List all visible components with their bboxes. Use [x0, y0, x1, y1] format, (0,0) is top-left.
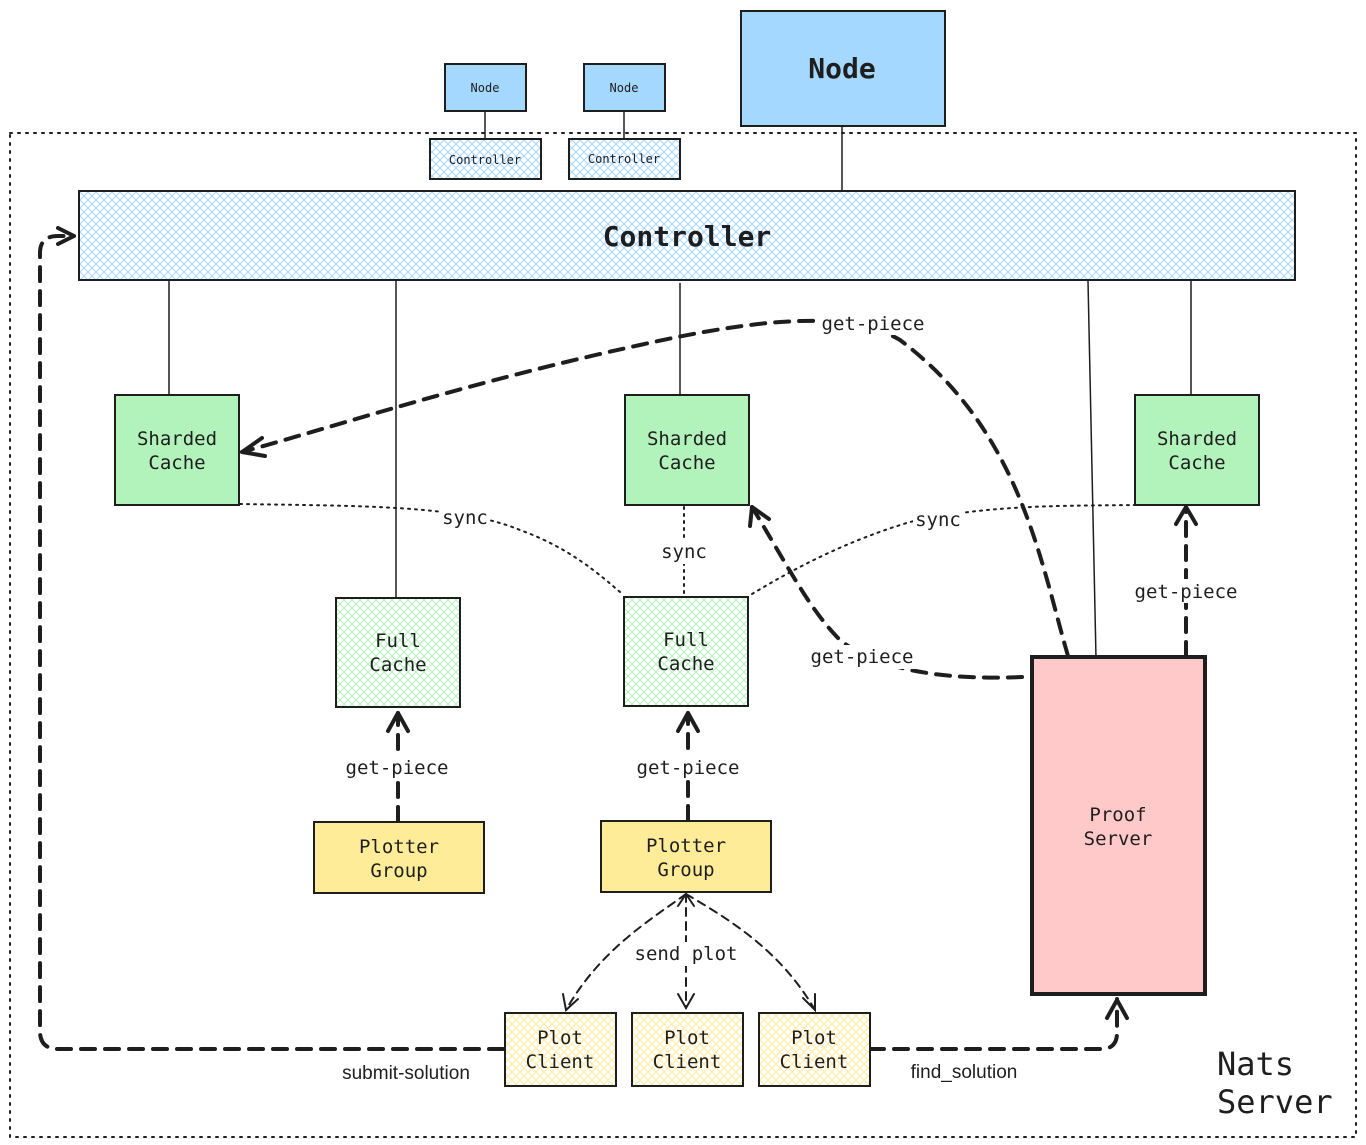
sharded-cache-2-label-2: Cache	[658, 452, 715, 474]
node-large	[740, 10, 946, 127]
sharded-cache-1	[114, 394, 240, 506]
label-bg	[913, 508, 963, 532]
find-solution-arrow	[868, 997, 1119, 1051]
plot-client-3	[758, 1012, 871, 1087]
label-bg	[808, 645, 918, 669]
label-bg	[1131, 579, 1241, 603]
sharded-cache-3-label-1: Sharded	[1157, 428, 1237, 450]
full-cache-2-label-1: Full	[663, 629, 709, 651]
sync-left-label: sync	[442, 507, 488, 529]
submit-solution-label: submit-solution	[342, 1063, 470, 1084]
label-bg	[633, 755, 743, 779]
node-large-label: Node	[808, 52, 875, 85]
nats-server-label-2: Server	[1217, 1083, 1333, 1121]
plot-client-1-label-2: Client	[526, 1051, 595, 1073]
plot-client-3-label-2: Client	[780, 1051, 849, 1073]
node-small-2	[583, 63, 666, 112]
submit-solution-arrow	[38, 234, 505, 1051]
plotter-group-2	[600, 820, 772, 893]
plotter-group-2-label-2: Group	[657, 859, 714, 881]
send-plot-label: send plot	[635, 943, 738, 965]
plot-client-2-label-1: Plot	[664, 1027, 710, 1049]
sharded-cache-3-label-2: Cache	[1168, 452, 1225, 474]
dashed-arrows	[38, 234, 1188, 1051]
sync-lines	[239, 503, 1135, 599]
plot-client-3-label-1: Plot	[791, 1027, 837, 1049]
sync-right-label: sync	[915, 509, 961, 531]
plotter-group-1-label-2: Group	[370, 860, 427, 882]
get-piece-top-arrow	[240, 318, 1070, 658]
sharded-cache-2	[624, 394, 750, 506]
label-bg	[630, 942, 742, 966]
get-piece-right-label: get-piece	[1135, 581, 1238, 603]
sharded-cache-1-label-1: Sharded	[137, 428, 217, 450]
get-piece-full2-label: get-piece	[637, 757, 740, 779]
full-cache-1	[335, 597, 461, 708]
plot-client-1	[504, 1012, 617, 1087]
controller-small-1	[429, 138, 542, 180]
node-small-1	[444, 63, 527, 112]
nats-server-region	[9, 132, 1357, 1138]
get-piece-mid-arrow	[750, 505, 1024, 680]
sync-mid-label: sync	[661, 541, 707, 563]
controller-main-label: Controller	[603, 220, 772, 253]
controller-small-1-label: Controller	[449, 153, 521, 167]
sharded-cache-2-label-1: Sharded	[647, 428, 727, 450]
node-small-2-label: Node	[610, 81, 639, 95]
get-piece-mid-label: get-piece	[811, 646, 914, 668]
send-plot-arrow-heads	[562, 892, 816, 1013]
proof-server-label-1: Proof	[1089, 804, 1146, 826]
label-bg	[440, 506, 490, 530]
plot-client-1-label-1: Plot	[537, 1027, 583, 1049]
controller-small-2	[568, 138, 681, 180]
node-small-1-label: Node	[471, 81, 500, 95]
full-cache-2	[623, 596, 749, 707]
arrow-heads	[56, 226, 1198, 1020]
label-bg	[659, 540, 709, 564]
sharded-cache-3	[1134, 394, 1260, 506]
label-bg	[818, 311, 928, 335]
label-bg	[342, 755, 452, 779]
nats-server-label-1: Nats	[1217, 1045, 1294, 1083]
controller-small-2-label: Controller	[588, 152, 660, 166]
controller-main	[78, 190, 1296, 281]
full-cache-1-label-2: Cache	[369, 654, 426, 676]
plot-client-2-label-2: Client	[653, 1051, 722, 1073]
plotter-group-2-label-1: Plotter	[646, 835, 726, 857]
get-piece-top-label: get-piece	[822, 313, 925, 335]
plotter-group-1-label-1: Plotter	[359, 836, 439, 858]
get-piece-full1-label: get-piece	[346, 757, 449, 779]
proof-server-label-2: Server	[1084, 828, 1153, 850]
full-cache-1-label-1: Full	[375, 630, 421, 652]
sharded-cache-1-label-2: Cache	[148, 452, 205, 474]
plotter-group-1	[313, 821, 485, 894]
solid-connectors	[168, 110, 1192, 659]
find-solution-label: find_solution	[911, 1062, 1018, 1083]
full-cache-2-label-2: Cache	[657, 653, 714, 675]
plot-client-2	[631, 1012, 744, 1087]
proof-server	[1030, 655, 1207, 996]
